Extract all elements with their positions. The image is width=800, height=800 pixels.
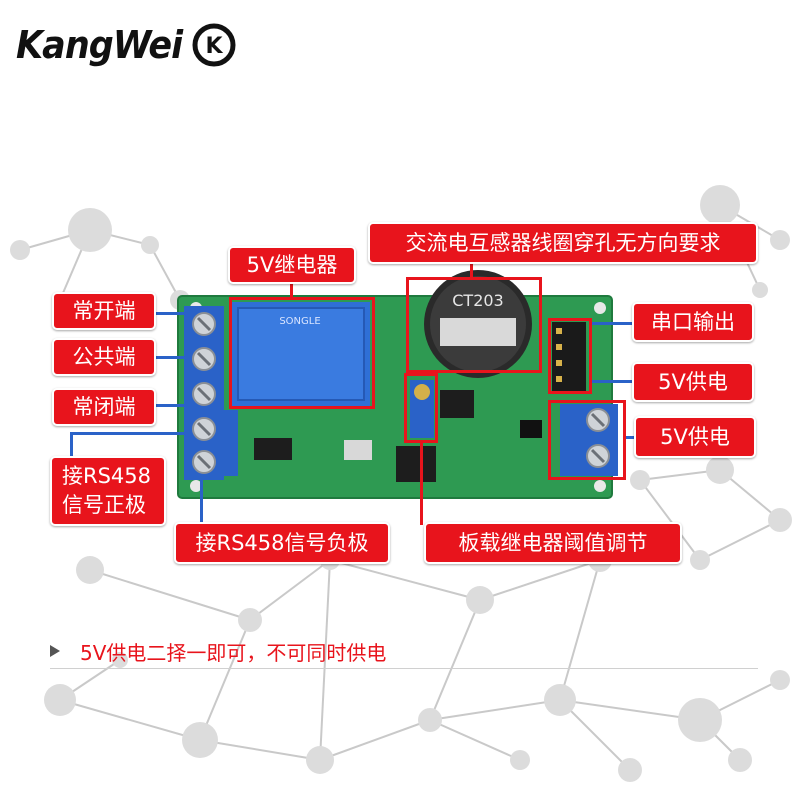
leader-neg-v <box>200 480 203 524</box>
ct-model-label: CT203 <box>452 291 503 310</box>
brand-mark-letter: K <box>205 34 223 59</box>
callout-normally-open: 常开端 <box>52 292 156 330</box>
leader-relay <box>290 280 293 298</box>
leader-ct <box>470 262 473 278</box>
leader-pos-h <box>70 432 186 435</box>
power-terminal-highlight-frame <box>548 400 626 480</box>
power-note-text: 5V供电二择一即可，不可同时供电 <box>80 640 387 665</box>
relay-brand-label: SONGLE <box>279 316 320 327</box>
threshold-highlight-frame <box>404 373 438 443</box>
leader-no <box>154 312 186 315</box>
callout-power-5v-a: 5V供电 <box>632 362 754 402</box>
brand-mark-icon: K <box>192 23 236 67</box>
callout-ct-sensor: 交流电互感器线圈穿孔无方向要求 <box>368 222 758 264</box>
brand-logo: KangWei K <box>16 20 237 70</box>
play-arrow-icon <box>50 645 60 657</box>
callout-power-5v-b: 5V供电 <box>634 416 756 458</box>
callout-serial-out: 串口输出 <box>632 302 754 342</box>
callout-relay-5v: 5V继电器 <box>228 246 356 284</box>
leader-nc <box>154 404 186 407</box>
callout-threshold: 板载继电器阈值调节 <box>424 522 682 564</box>
terminal-highlight-frame <box>184 306 224 480</box>
leader-threshold <box>420 443 423 525</box>
leader-5v-a <box>592 380 632 383</box>
callout-rs458-negative: 接RS458信号负极 <box>174 522 390 564</box>
leader-com <box>154 356 186 359</box>
brand-name: KangWei <box>16 23 183 67</box>
callout-rs458-positive-line2: 信号正极 <box>62 493 146 517</box>
callout-common: 公共端 <box>52 338 156 376</box>
ct-highlight-frame <box>406 277 542 373</box>
callout-rs458-positive-line1: 接RS458 <box>62 463 152 488</box>
leader-serial <box>592 322 632 325</box>
power-note: 5V供电二择一即可，不可同时供电 <box>50 634 758 669</box>
relay-highlight-frame <box>229 297 375 409</box>
header-highlight-frame <box>548 318 592 394</box>
callout-normally-closed: 常闭端 <box>52 388 156 426</box>
leader-pos-v <box>70 432 73 460</box>
leader-5v-b <box>626 436 634 439</box>
callout-rs458-positive: 接RS458 信号正极 <box>50 456 166 526</box>
